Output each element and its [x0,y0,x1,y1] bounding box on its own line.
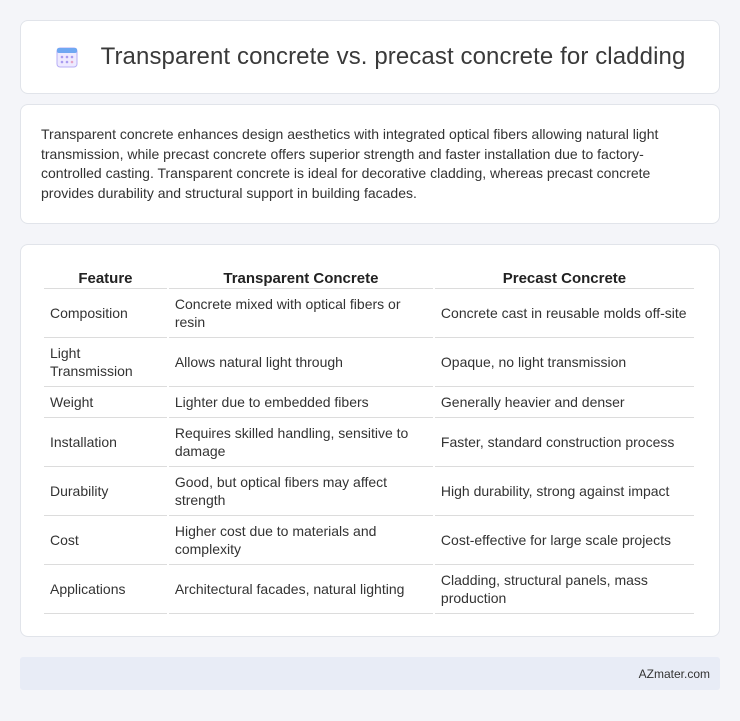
table-row: Installation Requires skilled handling, … [44,418,694,467]
table-row: Cost Higher cost due to materials and co… [44,516,694,565]
feature-cell: Weight [44,387,167,418]
table-row: Composition Concrete mixed with optical … [44,289,694,338]
title-card: Transparent concrete vs. precast concret… [20,20,720,94]
transparent-cell: Concrete mixed with optical fibers or re… [168,289,433,338]
footer-bar: AZmater.com [20,657,720,690]
title-wrap: Transparent concrete vs. precast concret… [55,43,686,71]
summary-card: Transparent concrete enhances design aes… [20,104,720,224]
transparent-cell: Higher cost due to materials and complex… [168,516,433,565]
feature-cell: Composition [44,289,167,338]
summary-text: Transparent concrete enhances design aes… [41,126,659,201]
feature-cell: Applications [44,565,167,614]
feature-cell: Installation [44,418,167,467]
transparent-cell: Architectural facades, natural lighting [168,565,433,614]
header-feature: Feature [44,265,167,289]
feature-cell: Cost [44,516,167,565]
page-title: Transparent concrete vs. precast concret… [100,43,686,70]
comparison-table: Feature Transparent Concrete Precast Con… [42,265,696,614]
footer-source-text: AZmater.com [638,666,710,681]
table-row: Light Transmission Allows natural light … [44,338,694,387]
header-precast-concrete: Precast Concrete [434,265,694,289]
precast-cell: Cladding, structural panels, mass produc… [434,565,694,614]
calendar-icon [56,47,78,68]
table-row: Weight Lighter due to embedded fibers Ge… [44,387,694,418]
header-transparent-concrete: Transparent Concrete [168,265,433,289]
comparison-table-card: Feature Transparent Concrete Precast Con… [20,244,720,637]
precast-cell: Concrete cast in reusable molds off-site [434,289,694,338]
transparent-cell: Allows natural light through [168,338,433,387]
table-row: Durability Good, but optical fibers may … [44,467,694,516]
feature-cell: Durability [44,467,167,516]
transparent-cell: Good, but optical fibers may affect stre… [168,467,433,516]
transparent-cell: Requires skilled handling, sensitive to … [168,418,433,467]
feature-cell: Light Transmission [44,338,167,387]
precast-cell: Generally heavier and denser [434,387,694,418]
transparent-cell: Lighter due to embedded fibers [168,387,433,418]
precast-cell: Faster, standard construction process [434,418,694,467]
precast-cell: Cost-effective for large scale projects [434,516,694,565]
precast-cell: High durability, strong against impact [434,467,694,516]
precast-cell: Opaque, no light transmission [434,338,694,387]
table-header-row: Feature Transparent Concrete Precast Con… [44,265,694,289]
table-row: Applications Architectural facades, natu… [44,565,694,614]
